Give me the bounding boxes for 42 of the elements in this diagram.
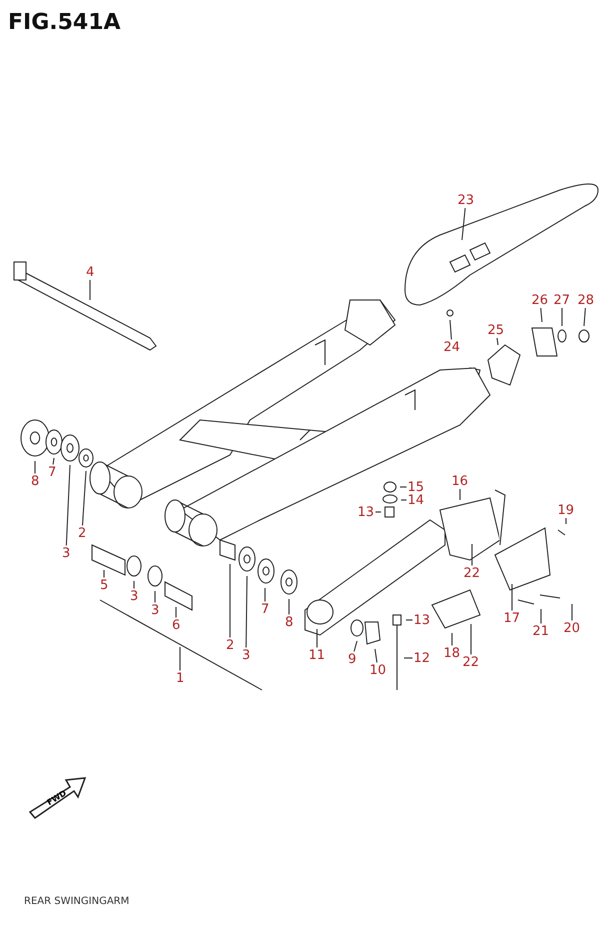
callout-number: 20 (562, 620, 582, 636)
leader-line (52, 458, 54, 465)
callout-number: 3 (241, 648, 252, 662)
callout-number: 23 (456, 192, 476, 208)
callout-number: 26 (530, 292, 550, 308)
leader-line (264, 588, 266, 602)
leader-line (540, 608, 542, 624)
leader-line (354, 640, 358, 652)
leader-line (316, 628, 318, 648)
callout-number: 8 (30, 474, 40, 488)
leader-line (154, 590, 156, 603)
leader-line (540, 307, 542, 322)
callout-number: 13 (412, 612, 432, 628)
callout-number: 19 (556, 502, 576, 518)
callout-number: 13 (356, 504, 376, 520)
leader-line (66, 464, 70, 546)
callout-number: 28 (576, 292, 596, 308)
leader-line (374, 648, 378, 663)
leader-line (34, 460, 36, 474)
callout-number: 15 (406, 480, 426, 494)
callout-number: 3 (61, 546, 72, 560)
leader-line (470, 624, 472, 655)
callout-number: 9 (347, 652, 358, 666)
leader-line (496, 337, 498, 346)
callout-number: 5 (99, 578, 110, 592)
leader-line (584, 307, 586, 326)
leader-line (246, 576, 248, 648)
callout-number: 3 (129, 588, 140, 604)
callout-number: 3 (150, 602, 160, 618)
callout-number: 18 (442, 646, 462, 660)
figure-title: FIG.541A (8, 10, 121, 35)
callout-number: 10 (368, 662, 388, 678)
callout-number: 8 (284, 614, 294, 630)
leader-line (288, 598, 290, 615)
figure-caption: REAR SWINGINGARM (24, 896, 130, 907)
callout-number: 6 (171, 618, 182, 632)
callout-number: 25 (486, 322, 506, 338)
callout-number: 16 (450, 474, 470, 488)
leader-line (82, 470, 86, 526)
leader-line (462, 207, 466, 240)
leader-line (400, 486, 407, 488)
leader-line (450, 320, 452, 340)
